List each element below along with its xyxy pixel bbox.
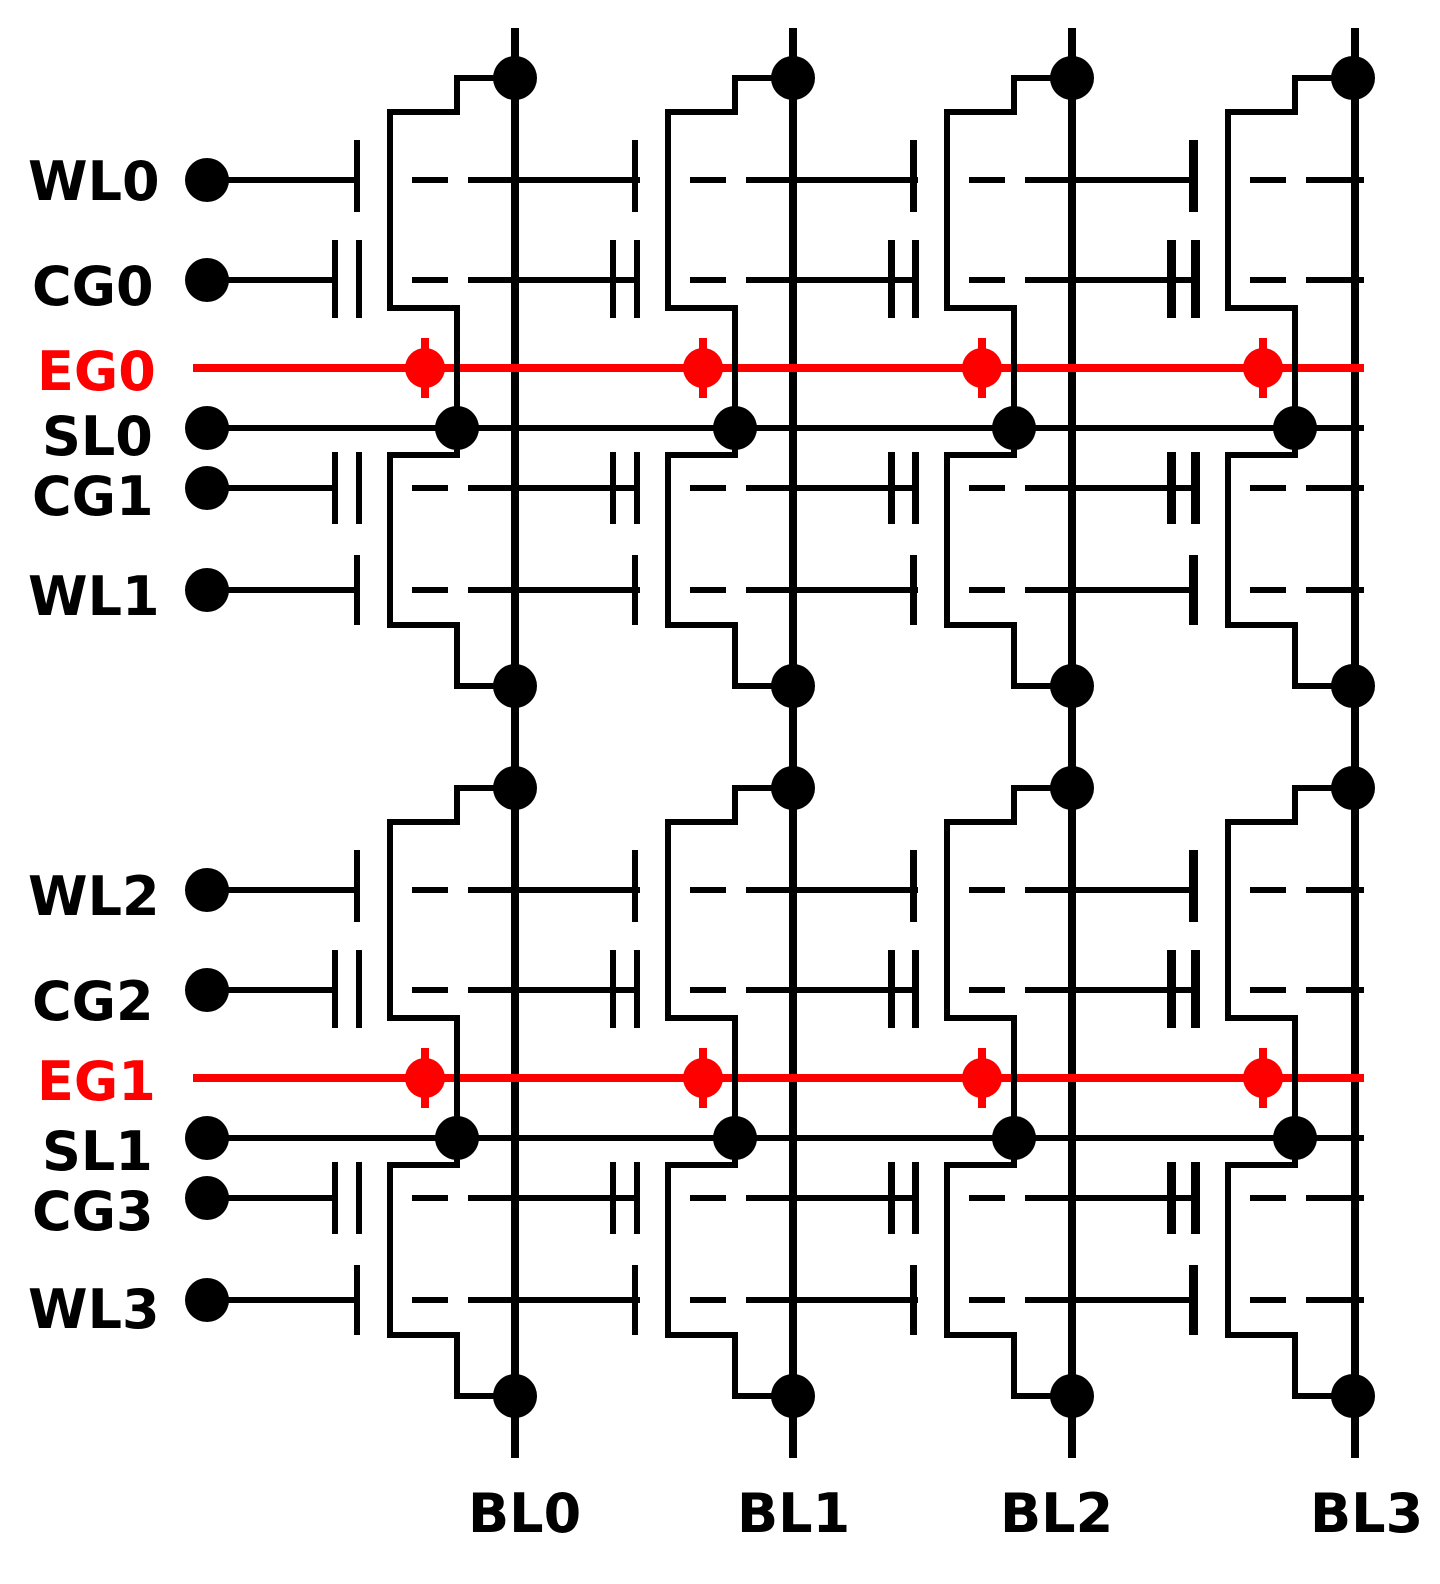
drain-node xyxy=(1050,56,1094,100)
drain-node xyxy=(771,56,815,100)
drain-node xyxy=(771,766,815,810)
channel-upper xyxy=(1225,75,1353,428)
channel-upper xyxy=(1225,785,1353,1138)
source-node xyxy=(713,406,757,450)
erase-gate-node xyxy=(1243,348,1283,388)
label-cg1: CG1 xyxy=(32,465,154,528)
drain-node xyxy=(493,664,537,708)
source-node xyxy=(435,406,479,450)
label-bl0: BL0 xyxy=(468,1482,581,1545)
channel-lower xyxy=(387,1138,515,1399)
label-bl2: BL2 xyxy=(1000,1482,1113,1545)
terminal-wl1 xyxy=(185,568,229,612)
right-margin-mask xyxy=(1364,100,1440,1460)
source-node xyxy=(713,1116,757,1160)
label-sl1: SL1 xyxy=(42,1120,153,1183)
label-bl3: BL3 xyxy=(1310,1482,1423,1545)
channel-upper xyxy=(665,785,793,1138)
source-node xyxy=(992,406,1036,450)
channel-lower xyxy=(387,428,515,689)
channel-lower xyxy=(1225,1138,1353,1399)
erase-gate-node xyxy=(405,348,445,388)
channel-lower xyxy=(944,1138,1072,1399)
source-node xyxy=(992,1116,1036,1160)
drain-node xyxy=(493,766,537,810)
drain-node xyxy=(1050,664,1094,708)
node-layer xyxy=(185,56,1375,1418)
drain-node xyxy=(1331,1374,1375,1418)
source-node xyxy=(1273,1116,1317,1160)
terminal-cg3 xyxy=(185,1176,229,1220)
drain-node xyxy=(1050,766,1094,810)
label-eg0: EG0 xyxy=(37,340,156,403)
channel-upper xyxy=(665,75,793,428)
label-wl3: WL3 xyxy=(28,1278,160,1341)
drain-node xyxy=(1331,766,1375,810)
drain-node xyxy=(771,664,815,708)
erase-gate-node xyxy=(683,1058,723,1098)
source-node xyxy=(435,1116,479,1160)
drain-node xyxy=(1331,664,1375,708)
label-sl0: SL0 xyxy=(42,405,153,468)
drain-node xyxy=(1050,1374,1094,1418)
channel-upper xyxy=(944,75,1072,428)
label-eg1: EG1 xyxy=(37,1050,156,1113)
terminal-cg0 xyxy=(185,258,229,302)
drain-node xyxy=(771,1374,815,1418)
channel-upper xyxy=(387,75,515,428)
terminal-wl3 xyxy=(185,1278,229,1322)
source-node xyxy=(1273,406,1317,450)
erase-gate-node xyxy=(405,1058,445,1098)
wiring-layer xyxy=(193,28,1440,1460)
terminal-sl1 xyxy=(185,1116,229,1160)
drain-node xyxy=(1331,56,1375,100)
channel-lower xyxy=(1225,428,1353,689)
terminal-cg2 xyxy=(185,968,229,1012)
label-wl1: WL1 xyxy=(28,565,160,628)
label-cg0: CG0 xyxy=(32,255,154,318)
erase-gate-node xyxy=(962,348,1002,388)
label-wl2: WL2 xyxy=(28,865,160,928)
label-wl0: WL0 xyxy=(28,150,160,213)
label-cg3: CG3 xyxy=(32,1180,154,1243)
erase-gate-node xyxy=(962,1058,1002,1098)
label-cg2: CG2 xyxy=(32,970,154,1033)
erase-gate-node xyxy=(1243,1058,1283,1098)
drain-node xyxy=(493,1374,537,1418)
drain-node xyxy=(493,56,537,100)
channel-lower xyxy=(665,1138,793,1399)
channel-lower xyxy=(944,428,1072,689)
terminal-cg1 xyxy=(185,466,229,510)
channel-upper xyxy=(387,785,515,1138)
channel-upper xyxy=(944,785,1072,1138)
terminal-wl0 xyxy=(185,158,229,202)
label-bl1: BL1 xyxy=(737,1482,850,1545)
terminal-wl2 xyxy=(185,868,229,912)
erase-gate-node xyxy=(683,348,723,388)
channel-lower xyxy=(665,428,793,689)
terminal-sl0 xyxy=(185,406,229,450)
